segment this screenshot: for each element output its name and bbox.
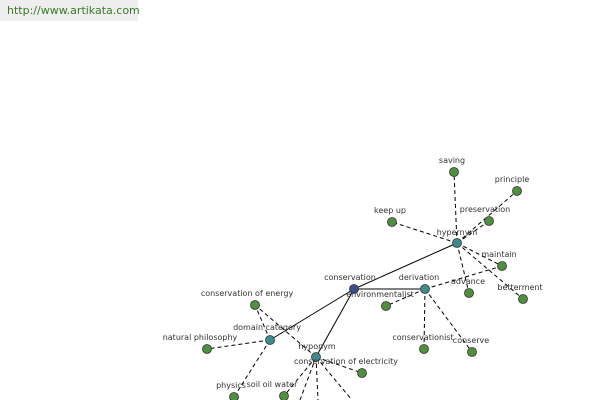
node-label-conservationist[interactable]: conservationist	[392, 333, 453, 342]
node-label-conservation[interactable]: conservation	[324, 273, 376, 282]
edge-offscreen-stub	[315, 356, 319, 400]
node-derivation[interactable]	[420, 284, 430, 294]
edge-conservation-to-hypernym	[353, 242, 458, 290]
edges-layer	[206, 171, 524, 400]
nodes-layer	[202, 167, 528, 400]
node-label-hypernym[interactable]: hypernym	[437, 228, 478, 237]
node-label-hyponym[interactable]: hyponym	[298, 342, 336, 351]
edge-offscreen-stub	[315, 356, 353, 400]
node-keep-up[interactable]	[387, 217, 397, 227]
edge-hypernym-to-advance	[456, 242, 470, 294]
node-advance[interactable]	[464, 288, 474, 298]
edge-conservation-to-hyponym	[315, 288, 355, 358]
node-maintain[interactable]	[497, 261, 507, 271]
edge-hyponym-to-conservation-of-electricity	[315, 356, 363, 374]
node-label-conservation-of-electricity[interactable]: conservation of electricity	[294, 357, 398, 366]
node-label-advance[interactable]: advance	[451, 277, 485, 286]
node-physics[interactable]	[229, 392, 239, 400]
edge-derivation-to-maintain	[424, 265, 503, 290]
node-label-physics[interactable]: physics	[216, 381, 246, 390]
url-banner: http://www.artikata.com	[0, 0, 140, 21]
node-label-betterment[interactable]: betterment	[497, 283, 542, 292]
edge-derivation-to-environmentalist	[385, 288, 426, 307]
node-preservation[interactable]	[484, 216, 494, 226]
edge-domain-category-to-conservation-of-energy	[254, 304, 271, 341]
node-label-preservation[interactable]: preservation	[460, 205, 510, 214]
site-url-link[interactable]: http://www.artikata.com	[7, 4, 140, 17]
node-label-conserve[interactable]: conserve	[453, 336, 489, 345]
edge-derivation-to-conservationist	[423, 288, 426, 350]
node-soil-oil-water[interactable]	[279, 391, 289, 400]
node-natural-philosophy[interactable]	[202, 344, 212, 354]
node-conservationist[interactable]	[419, 344, 429, 354]
node-conservation-of-energy[interactable]	[250, 300, 260, 310]
edge-hypernym-to-principle	[456, 190, 518, 244]
edge-derivation-to-conserve	[424, 288, 473, 353]
node-saving[interactable]	[449, 167, 459, 177]
edge-hypernym-to-keep-up	[391, 221, 458, 244]
node-label-principle[interactable]: principle	[495, 175, 530, 184]
edge-hyponym-to-soil-oil-water	[283, 356, 317, 397]
node-domain-category[interactable]	[265, 335, 275, 345]
node-hypernym[interactable]	[452, 238, 462, 248]
node-environmentalist[interactable]	[381, 301, 391, 311]
edge-hypernym-to-betterment	[456, 242, 524, 300]
edge-offscreen-stub	[299, 356, 317, 400]
node-conserve[interactable]	[467, 347, 477, 357]
edge-conservation-to-domain-category	[269, 288, 355, 341]
edge-domain-category-to-natural-philosophy	[206, 339, 271, 350]
node-label-maintain[interactable]: maintain	[481, 250, 516, 259]
edge-hyponym-to-conservation-of-energy	[254, 304, 317, 358]
node-conservation-of-electricity[interactable]	[357, 368, 367, 378]
edge-hypernym-to-maintain	[456, 242, 503, 267]
edge-hypernym-to-saving	[453, 171, 458, 244]
node-betterment[interactable]	[518, 294, 528, 304]
node-hyponym[interactable]	[311, 352, 321, 362]
node-label-derivation[interactable]: derivation	[399, 273, 439, 282]
node-label-saving[interactable]: saving	[439, 156, 465, 165]
node-conservation[interactable]	[349, 284, 359, 294]
labels-layer: conservation derivation hypernym domain cat…	[163, 156, 543, 390]
node-label-natural-philosophy[interactable]: natural philosophy	[163, 333, 238, 342]
node-principle[interactable]	[512, 186, 522, 196]
edge-domain-category-to-physics	[233, 339, 271, 398]
node-label-environmentalist[interactable]: environmentalist	[346, 290, 414, 299]
node-label-keep-up[interactable]: keep up	[374, 206, 406, 215]
node-label-soil-oil-water[interactable]: soil oil water	[247, 380, 298, 389]
node-label-conservation-of-energy[interactable]: conservation of energy	[201, 289, 294, 298]
node-label-domain-category[interactable]: domain category	[233, 323, 301, 332]
